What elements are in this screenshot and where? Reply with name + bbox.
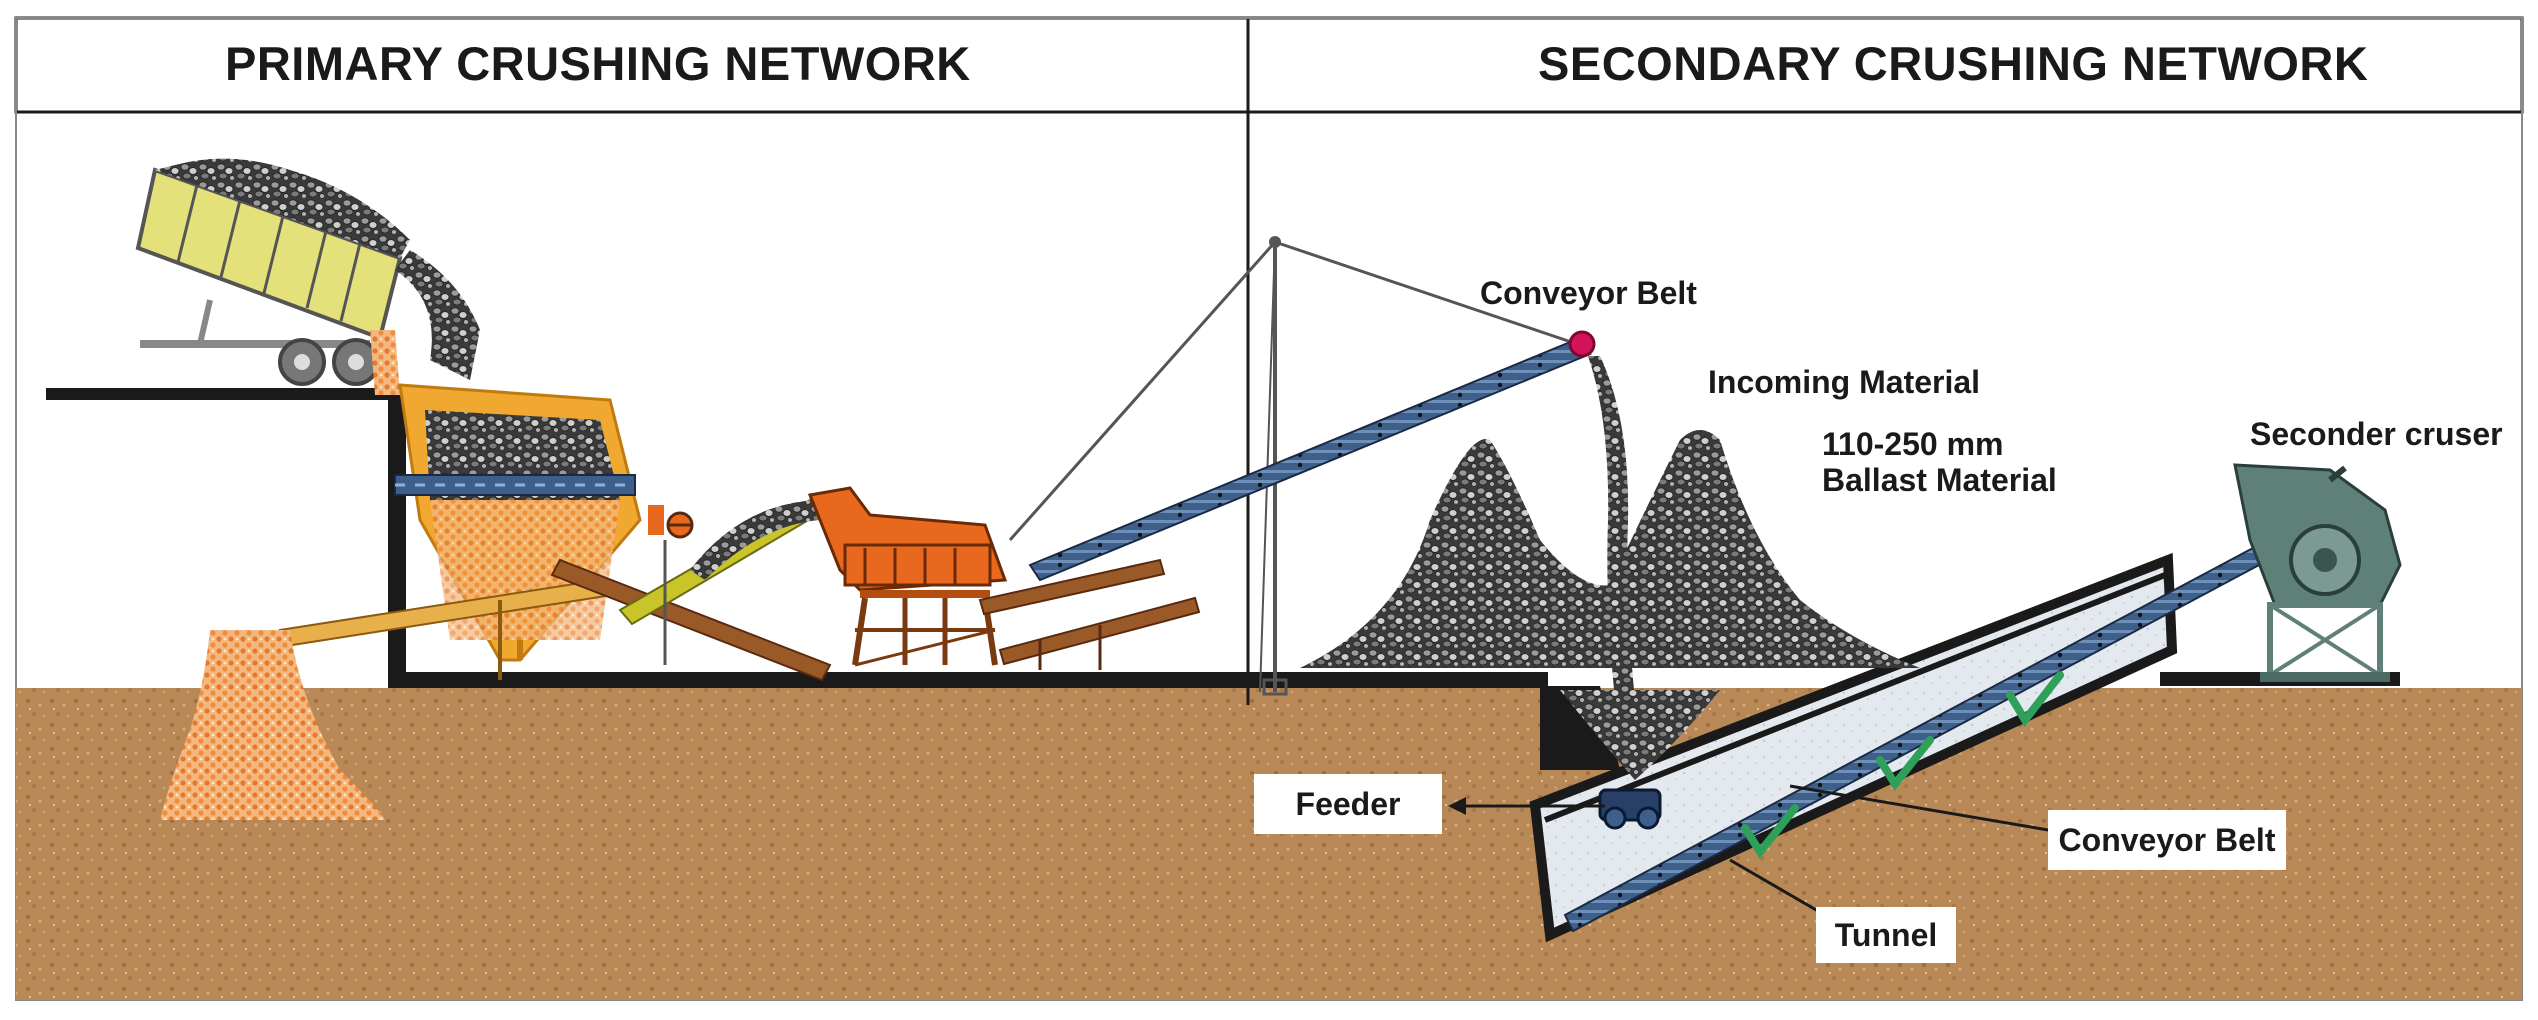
incoming-material-label: Incoming Material: [1708, 364, 1981, 400]
conveyor-belt-bottom-label: Conveyor Belt: [2048, 810, 2286, 870]
ballast-stockpile: [1300, 430, 1920, 668]
conveyor-supports: [1741, 671, 2064, 859]
orange-stream-1: [370, 330, 400, 395]
primary-stockpile: [160, 630, 385, 820]
tunnel-structure: [1529, 552, 2178, 943]
stacker-conveyor: [1008, 236, 1592, 696]
secondary-crusher: [2233, 463, 2402, 682]
header-band: [14, 16, 2524, 114]
secondary-network-title: SECONDARY CRUSHING NETWORK: [1538, 37, 2369, 90]
discharge-conveyors: [978, 558, 1201, 670]
feeder-label: Feeder: [1254, 774, 1442, 834]
jaw-crusher: [807, 486, 1008, 667]
secondary-crusher-label: Seconder cruser: [2250, 416, 2503, 452]
conveyor-belt-top-label: Conveyor Belt: [1480, 275, 1697, 311]
leader-lines: [1448, 784, 2061, 920]
dumper-truck: [135, 158, 410, 386]
tunnel-label: Tunnel: [1816, 907, 1956, 963]
head-pulley: [1568, 330, 1596, 358]
ballast-material-label: Ballast Material: [1822, 462, 2057, 498]
size-range-label: 110-250 mm: [1822, 426, 2004, 462]
rock-fall: [395, 250, 480, 380]
primary-network-title: PRIMARY CRUSHING NETWORK: [225, 37, 971, 90]
pit-fill: [1560, 690, 1720, 780]
feed-conveyors: [550, 498, 832, 682]
